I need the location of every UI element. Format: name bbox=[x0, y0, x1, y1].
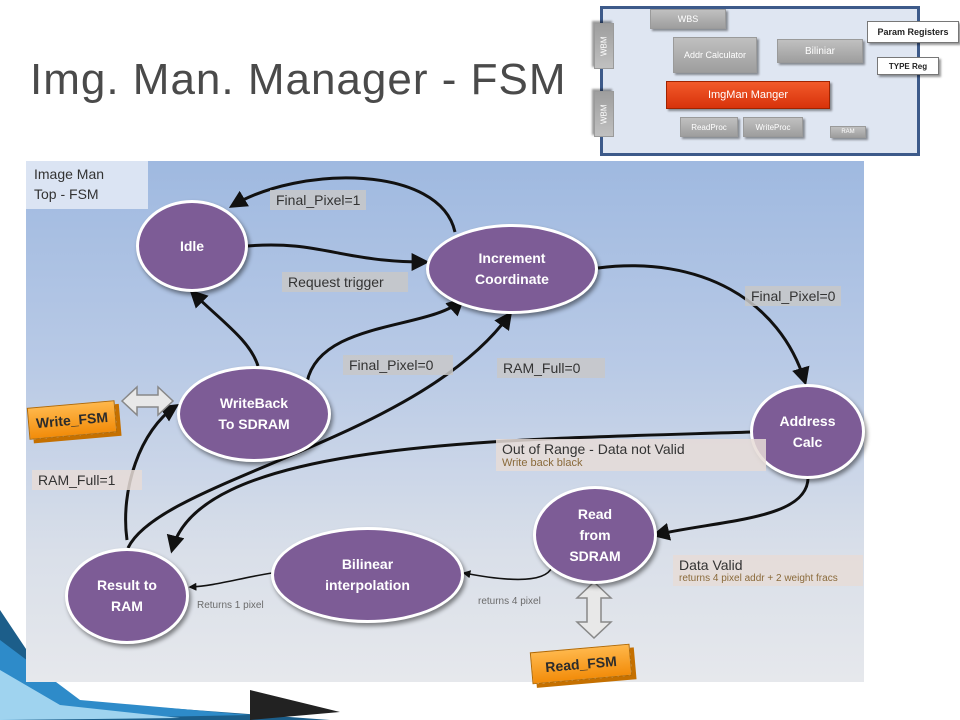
arrow-address-to-result bbox=[166, 430, 753, 554]
decor-arrow-tip bbox=[250, 690, 340, 720]
writeproc-block: WriteProc bbox=[743, 117, 803, 137]
data-valid-sub-text: returns 4 pixel addr + 2 weight fracs bbox=[679, 573, 838, 584]
arrow-increment-to-address bbox=[597, 264, 810, 386]
type-reg-block: TYPE Reg bbox=[877, 57, 939, 75]
label-final-pixel-1: Final_Pixel=1 bbox=[270, 190, 367, 210]
diagram-title-line1: Image Man bbox=[34, 166, 105, 182]
label-final-pixel-0-right: Final_Pixel=0 bbox=[745, 286, 842, 306]
biliniar-block: Biliniar bbox=[777, 39, 863, 63]
state-bilinear-interpolation: Bilinear interpolation bbox=[271, 527, 464, 623]
label-final-pixel-0-mid: Final_Pixel=0 bbox=[343, 355, 453, 375]
write-back-black-text: Write back black bbox=[502, 457, 583, 469]
state-idle: Idle bbox=[136, 200, 248, 292]
data-valid-text: Data Valid bbox=[679, 557, 743, 573]
slide-title: Img. Man. Manager - FSM bbox=[30, 55, 567, 104]
label-returns-1-pixel: Returns 1 pixel bbox=[197, 600, 264, 611]
diagram-title-line2: Top - FSM bbox=[34, 186, 99, 202]
arrow-writeback-to-increment bbox=[305, 297, 465, 383]
addr-calculator-block: Addr Calculator bbox=[673, 37, 757, 73]
imgman-manger-block: ImgMan Manger bbox=[666, 81, 830, 109]
decor-wave-light bbox=[0, 670, 180, 720]
block-diagram: WBS WBM WBM Addr Calculator Biliniar Par… bbox=[594, 6, 959, 156]
ram-block: RAM bbox=[830, 126, 866, 138]
arrow-increment-to-idle bbox=[228, 176, 457, 233]
diagram-title: Image Man Top - FSM bbox=[26, 161, 148, 209]
arrow-read-to-bilinear bbox=[462, 566, 553, 581]
decor-wave-mid bbox=[0, 640, 250, 720]
state-increment-coordinate: Increment Coordinate bbox=[426, 224, 598, 314]
arrow-idle-to-increment bbox=[246, 243, 430, 271]
state-read-from-sdram: Read from SDRAM bbox=[533, 486, 657, 584]
label-ram-full-1: RAM_Full=1 bbox=[32, 470, 142, 490]
write-fsm-double-arrow bbox=[120, 385, 175, 417]
label-out-of-range: Out of Range - Data not Valid Write back… bbox=[496, 439, 766, 471]
param-registers-block: Param Registers bbox=[867, 21, 959, 43]
arrow-writeback-to-idle bbox=[189, 289, 260, 367]
state-writeback-to-sdram: WriteBack To SDRAM bbox=[177, 366, 331, 462]
label-ram-full-0: RAM_Full=0 bbox=[497, 358, 605, 378]
label-request-trigger: Request trigger bbox=[282, 272, 408, 292]
wbs-block: WBS bbox=[650, 9, 726, 29]
arrow-address-to-read bbox=[651, 475, 810, 541]
readproc-block: ReadProc bbox=[680, 117, 738, 137]
out-of-range-text: Out of Range - Data not Valid bbox=[502, 441, 685, 457]
label-returns-4-pixel: returns 4 pixel bbox=[478, 596, 541, 607]
state-result-to-ram: Result to RAM bbox=[65, 548, 189, 644]
arrow-bilinear-to-result bbox=[188, 572, 273, 591]
label-data-valid: Data Valid returns 4 pixel addr + 2 weig… bbox=[673, 555, 863, 586]
state-address-calc: Address Calc bbox=[750, 384, 865, 479]
read-fsm-double-arrow bbox=[575, 580, 613, 640]
arrow-result-to-writeback bbox=[124, 404, 179, 541]
